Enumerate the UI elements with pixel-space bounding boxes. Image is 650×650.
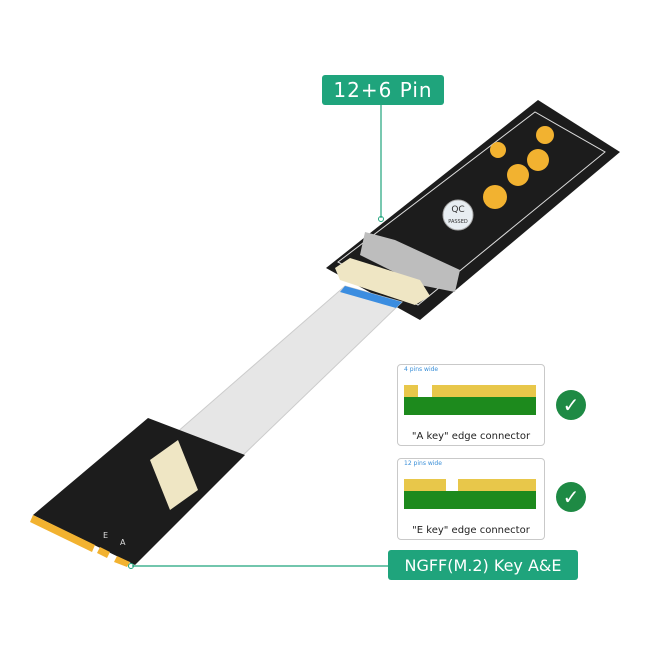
gold-fingers: [30, 515, 95, 552]
gold-fingers: [114, 556, 130, 567]
check-circle-icon: ✓: [556, 390, 586, 420]
m2-board: [33, 418, 245, 565]
top-callout-dot: [378, 216, 384, 222]
pin-header-connector: [360, 232, 460, 292]
check-circle-icon: ✓: [556, 482, 586, 512]
a-key-connector-diagram: [404, 385, 536, 415]
ffc-connector: [335, 258, 430, 305]
solder-pad: [507, 164, 529, 186]
e-key-schematic: 12 pins wide "E key" edge connector: [397, 458, 545, 540]
solder-pad: [483, 185, 507, 209]
e-mark: E: [103, 531, 108, 540]
qc-text: QC: [451, 205, 464, 215]
pins-wide-label: 12 pins wide: [404, 460, 442, 467]
pins-wide-label: 4 pins wide: [404, 366, 439, 373]
e-key-connector-diagram: [404, 479, 536, 509]
solder-pad: [490, 142, 506, 158]
gold-fingers: [97, 547, 110, 558]
ribbon-cable: [166, 285, 403, 461]
a-key-caption: "A key" edge connector: [411, 431, 531, 442]
passed-text: PASSED: [448, 219, 468, 225]
pin-count-callout: 12+6 Pin: [322, 75, 444, 105]
bottom-callout-dot: [128, 563, 134, 569]
qc-sticker: [442, 199, 474, 231]
ribbon-stiffener: [340, 286, 402, 308]
key-type-callout: NGFF(M.2) Key A&E: [388, 550, 578, 580]
a-key-schematic: 4 pins wide "A key" edge connector: [397, 364, 545, 446]
bottom-ffc-connector: [150, 440, 198, 510]
solder-pad: [527, 149, 549, 171]
a-mark: A: [120, 538, 126, 547]
e-key-caption: "E key" edge connector: [412, 525, 530, 536]
solder-pad: [536, 126, 554, 144]
